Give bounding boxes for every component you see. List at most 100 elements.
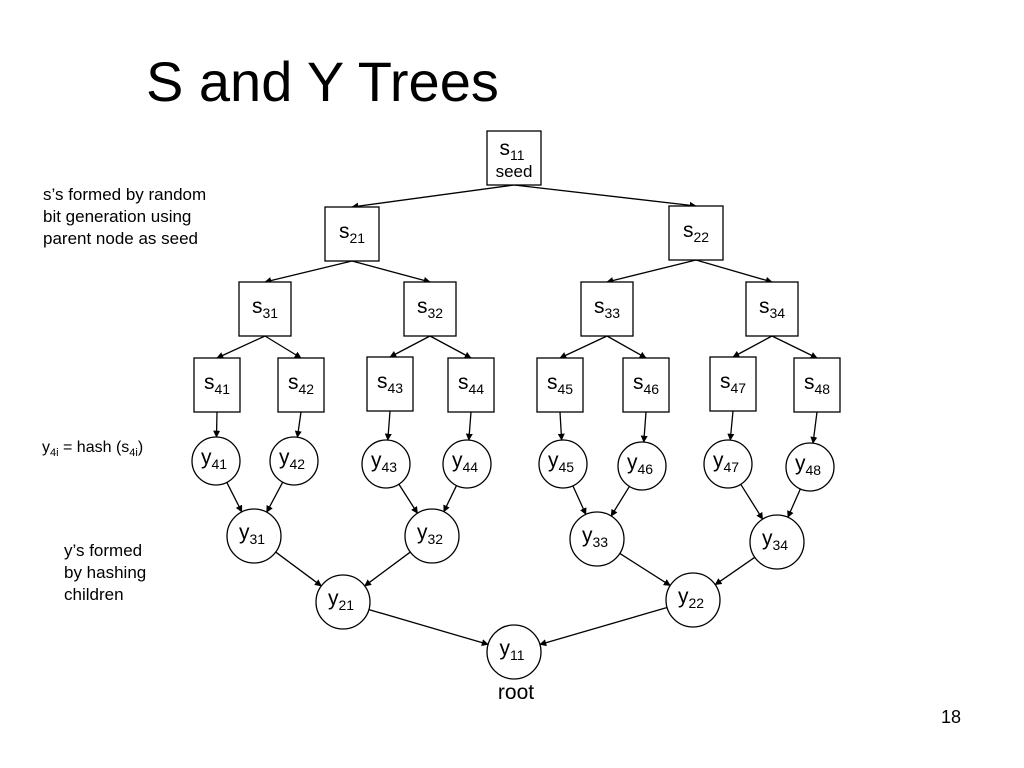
y-node-circle [315,574,371,630]
y-tree-note-line: children [64,585,124,604]
y-tree-note: y’s formed by hashing children [64,540,146,606]
edge-y32-y21 [364,551,411,587]
y-node-circle [538,439,588,489]
node-label: y31 [239,521,265,547]
edge-y42-y31 [266,481,284,513]
s-node-box [277,357,325,413]
s-node-caption: seed [496,162,533,181]
node-label: y32 [417,521,443,547]
y-node-circle [486,624,542,680]
s-node-box [709,356,757,412]
edge-s47-y47 [727,410,735,441]
hash-formula-var-sub: 4i [50,447,59,460]
node-label: y46 [627,451,653,477]
node-label: s41 [204,371,230,397]
node-label: y44 [452,449,478,475]
s-node-s21: s21 [324,206,380,262]
y-node-y32: y32 [404,508,460,564]
y-node-circle [785,442,835,492]
edge-s22-s33 [606,259,697,284]
edges [213,184,818,647]
y-node-y45: y45 [538,439,588,489]
y-node-y21: y21 [315,574,371,630]
s-node-s31: s31 [238,281,292,337]
edge-y41-y31 [226,482,243,513]
y-node-y34: y34 [749,514,805,570]
hash-formula-close: ) [137,439,144,456]
node-label: y48 [795,452,821,478]
s-node-s41: s41 [193,357,241,413]
node-label: y33 [582,524,608,550]
node-label: s46 [633,371,659,397]
s-node-box [366,356,414,412]
edge-s32-s44 [429,335,472,359]
y-node-circle [703,439,753,489]
edge-s21-s31 [264,260,353,284]
s-node-s45: s45 [536,357,584,413]
s-node-box [745,281,799,337]
edge-y31-y21 [275,551,322,587]
edge-s31-s41 [216,335,266,359]
y-node-circle [749,514,805,570]
node-label: y42 [279,446,305,472]
node-label: s33 [594,295,620,321]
node-label: s21 [339,220,365,246]
s-tree-note-line: bit generation using [43,207,192,226]
edge-y48-y34 [787,488,801,518]
s-node-s34: s34 [745,281,799,337]
edge-y46-y33 [610,486,630,517]
y-node-circle [665,572,721,628]
edge-s34-s48 [771,335,818,359]
node-label: y11 [499,637,524,663]
s-tree-note: s’s formed by random bit generation usin… [43,184,206,250]
node-label: y45 [548,449,574,475]
root-label: root [498,681,534,704]
s-tree-note-line: s’s formed by random [43,185,207,204]
s-node-box [622,357,670,413]
edge-s11-s21 [351,184,515,210]
y-node-y22: y22 [665,572,721,628]
s-node-box [403,281,457,337]
edge-s42-y42 [294,411,302,438]
edge-s45-y45 [557,411,565,441]
node-label: s31 [252,295,278,321]
s-node-box [447,357,495,413]
y-node-circle [191,436,241,486]
node-label: s42 [288,371,314,397]
edge-s21-s32 [351,260,431,284]
y-node-circle [226,508,282,564]
s-node-box [536,357,584,413]
edge-s31-s42 [264,335,302,359]
y-node-y44: y44 [442,439,492,489]
y-node-y42: y42 [269,436,319,486]
edge-s32-s43 [389,335,431,358]
hash-formula-arg: s [121,439,130,456]
node-label: s48 [804,371,830,397]
node-label: y34 [762,527,788,553]
y-node-y48: y48 [785,442,835,492]
node-label: y21 [328,587,354,613]
node-label: s43 [377,370,403,396]
edge-s48-y48 [810,411,818,444]
s-node-box [793,357,841,413]
edge-y22-y11 [539,606,668,647]
node-label: s47 [720,370,746,396]
y-node-circle [442,439,492,489]
s-node-s43: s43 [366,356,414,412]
edge-s33-s46 [606,335,647,359]
y-tree-note-line: y’s formed [64,541,143,560]
edge-s22-s34 [695,259,773,284]
s-node-s22: s22 [668,205,724,261]
s-node-box [238,281,292,337]
node-label: y22 [678,585,704,611]
s-node-s33: s33 [580,281,634,337]
y-node-circle [361,439,411,489]
edge-y21-y11 [368,608,489,647]
edge-s44-y44 [465,411,473,441]
slide-number: 18 [941,707,962,727]
edge-y47-y34 [740,483,764,520]
edge-s43-y43 [384,410,392,441]
s-node-box [324,206,380,262]
hash-formula-note: y4i = hash (s4i) [42,437,143,464]
